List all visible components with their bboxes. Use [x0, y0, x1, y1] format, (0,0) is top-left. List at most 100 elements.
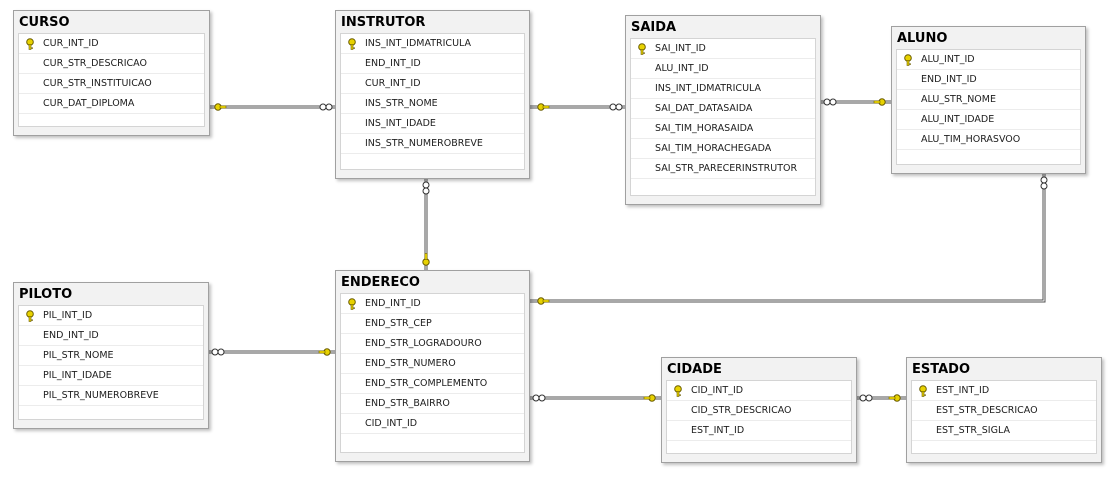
column-row[interactable]: ALU_INT_ID — [631, 59, 815, 79]
column-row[interactable]: SAI_TIM_HORACHEGADA — [631, 139, 815, 159]
column-row[interactable]: EST_INT_ID — [912, 381, 1096, 401]
column-list: PIL_INT_ID END_INT_ID PIL_STR_NOME PIL_INT_… — [18, 305, 204, 420]
column-row[interactable]: ALU_INT_ID — [897, 50, 1080, 70]
column-name: INS_STR_NUMEROBREVE — [365, 138, 483, 149]
column-row[interactable]: CID_STR_DESCRICAO — [667, 401, 851, 421]
relationship-saida-aluno — [821, 98, 891, 106]
column-name: PIL_INT_ID — [43, 310, 93, 321]
table-title: CURSO — [19, 15, 70, 30]
key-icon — [318, 348, 331, 356]
column-name: EST_STR_SIGLA — [936, 425, 1010, 436]
table-title: SAIDA — [631, 20, 677, 35]
column-name: END_INT_ID — [365, 58, 421, 69]
column-name: END_INT_ID — [921, 74, 977, 85]
column-row[interactable]: CUR_STR_INSTITUICAO — [19, 74, 204, 94]
column-name: END_INT_ID — [365, 298, 421, 309]
table-instrutor[interactable]: INSTRUTOR INS_INT_IDMATRICULA END_INT_ID C… — [335, 10, 530, 179]
column-row[interactable]: INS_STR_NUMEROBREVE — [341, 134, 524, 154]
infinity-icon — [859, 394, 873, 402]
column-name: CUR_DAT_DIPLOMA — [43, 98, 135, 109]
column-name: END_INT_ID — [43, 330, 99, 341]
column-name: END_STR_NUMERO — [365, 358, 456, 369]
infinity-icon — [422, 181, 430, 195]
column-row[interactable]: END_INT_ID — [341, 54, 524, 74]
column-name: CUR_STR_DESCRICAO — [43, 58, 147, 69]
column-name: CID_STR_DESCRICAO — [691, 405, 792, 416]
column-row[interactable]: END_STR_COMPLEMENTO — [341, 374, 524, 394]
key-icon — [537, 297, 550, 305]
column-row[interactable]: END_STR_CEP — [341, 314, 524, 334]
column-row[interactable]: EST_STR_DESCRICAO — [912, 401, 1096, 421]
column-name: END_STR_BAIRRO — [365, 398, 450, 409]
key-icon — [537, 103, 550, 111]
column-row[interactable]: END_STR_BAIRRO — [341, 394, 524, 414]
column-row[interactable]: EST_STR_SIGLA — [912, 421, 1096, 441]
column-name: CID_INT_ID — [691, 385, 744, 396]
table-title: ESTADO — [912, 362, 971, 377]
column-row[interactable]: SAI_INT_ID — [631, 39, 815, 59]
column-row[interactable]: INS_INT_IDMATRICULA — [341, 34, 524, 54]
key-icon — [888, 394, 901, 402]
column-name: CUR_STR_INSTITUICAO — [43, 78, 152, 89]
column-row[interactable]: END_INT_ID — [897, 70, 1080, 90]
column-row[interactable]: CUR_STR_DESCRICAO — [19, 54, 204, 74]
column-row[interactable]: PIL_STR_NUMEROBREVE — [19, 386, 203, 406]
column-row[interactable]: INS_INT_IDADE — [341, 114, 524, 134]
infinity-icon — [609, 103, 623, 111]
table-title: CIDADE — [667, 362, 722, 377]
column-row[interactable]: SAI_STR_PARECERINSTRUTOR — [631, 159, 815, 179]
table-saida[interactable]: SAIDA SAI_INT_ID ALU_INT_ID INS_INT_IDMATR… — [625, 15, 821, 205]
column-row[interactable]: END_INT_ID — [19, 326, 203, 346]
column-name: ALU_INT_ID — [655, 63, 709, 74]
column-name: CID_INT_ID — [365, 418, 418, 429]
key-icon — [347, 298, 357, 310]
column-row[interactable]: END_STR_LOGRADOURO — [341, 334, 524, 354]
column-row[interactable]: ALU_INT_IDADE — [897, 110, 1080, 130]
column-row[interactable]: EST_INT_ID — [667, 421, 851, 441]
table-title: PILOTO — [19, 287, 73, 302]
column-row[interactable]: CID_INT_ID — [667, 381, 851, 401]
column-row[interactable]: ALU_STR_NOME — [897, 90, 1080, 110]
column-row[interactable]: SAI_TIM_HORASAIDA — [631, 119, 815, 139]
table-curso[interactable]: CURSO CUR_INT_ID CUR_STR_DESCRICAO CUR_STR… — [13, 10, 210, 136]
table-cidade[interactable]: CIDADE CID_INT_ID CID_STR_DESCRICAO EST_IN… — [661, 357, 857, 463]
relationship-endereco-cidade — [530, 394, 661, 402]
key-icon — [422, 253, 430, 266]
column-row[interactable]: END_INT_ID — [341, 294, 524, 314]
column-row[interactable]: PIL_INT_ID — [19, 306, 203, 326]
column-name: ALU_INT_ID — [921, 54, 975, 65]
column-name: ALU_TIM_HORASVOO — [921, 134, 1021, 145]
column-row[interactable]: PIL_INT_IDADE — [19, 366, 203, 386]
infinity-icon — [532, 394, 546, 402]
relationship-instrutor-endereco — [422, 179, 430, 270]
column-row[interactable]: CUR_INT_ID — [341, 74, 524, 94]
key-icon — [918, 385, 928, 397]
column-row[interactable]: INS_INT_IDMATRICULA — [631, 79, 815, 99]
column-row[interactable]: END_STR_NUMERO — [341, 354, 524, 374]
column-row[interactable]: PIL_STR_NOME — [19, 346, 203, 366]
column-name: PIL_STR_NOME — [43, 350, 114, 361]
key-icon — [25, 310, 35, 322]
column-row[interactable]: CUR_INT_ID — [19, 34, 204, 54]
column-name: CUR_INT_ID — [43, 38, 99, 49]
key-icon — [25, 38, 35, 50]
column-row[interactable]: ALU_TIM_HORASVOO — [897, 130, 1080, 150]
column-list: CID_INT_ID CID_STR_DESCRICAO EST_INT_ID — [666, 380, 852, 454]
column-name: SAI_STR_PARECERINSTRUTOR — [655, 163, 798, 174]
column-row[interactable]: CID_INT_ID — [341, 414, 524, 434]
column-row[interactable]: CUR_DAT_DIPLOMA — [19, 94, 204, 114]
key-icon — [903, 54, 913, 66]
infinity-icon — [319, 103, 333, 111]
table-title: INSTRUTOR — [341, 15, 426, 30]
column-row[interactable]: INS_STR_NOME — [341, 94, 524, 114]
column-name: END_STR_COMPLEMENTO — [365, 378, 488, 389]
key-icon — [643, 394, 656, 402]
column-row[interactable]: SAI_DAT_DATASAIDA — [631, 99, 815, 119]
